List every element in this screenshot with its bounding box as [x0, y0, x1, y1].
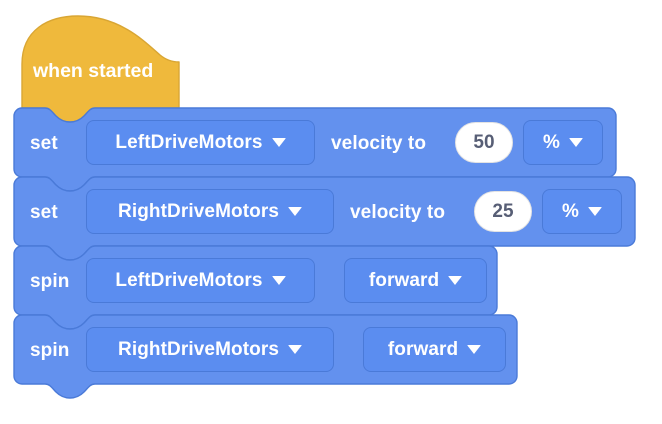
- set-velocity-block-1-device-dropdown[interactable]: LeftDriveMotors: [86, 120, 315, 165]
- chevron-down-icon: [288, 345, 302, 354]
- spin-block-2-device-dropdown[interactable]: RightDriveMotors: [86, 327, 334, 372]
- chevron-down-icon: [271, 138, 286, 147]
- set-velocity-block-2-value: 25: [492, 201, 514, 222]
- spin-block-2-direction-label: forward: [387, 339, 459, 360]
- set-velocity-block-1-keyword: set: [30, 133, 58, 154]
- chevron-down-icon: [271, 276, 286, 285]
- spin-block-1-keyword: spin: [30, 271, 70, 292]
- set-velocity-block-2-device-dropdown[interactable]: RightDriveMotors: [86, 189, 334, 234]
- spin-block-1-device-dropdown[interactable]: LeftDriveMotors: [86, 258, 315, 303]
- chevron-down-icon: [588, 207, 602, 216]
- set-velocity-block-1-middle-label: velocity to: [331, 133, 427, 154]
- spin-block-1-direction-label: forward: [368, 270, 440, 291]
- chevron-down-icon: [467, 345, 482, 354]
- spin-block-2-direction-dropdown[interactable]: forward: [363, 327, 506, 372]
- set-velocity-block-2-device-label: RightDriveMotors: [118, 201, 279, 222]
- set-velocity-block-1-device-label: LeftDriveMotors: [115, 132, 263, 153]
- set-velocity-block-2-middle-label: velocity to: [350, 202, 446, 223]
- spin-block-1-direction-dropdown[interactable]: forward: [344, 258, 487, 303]
- chevron-down-icon: [569, 138, 583, 147]
- set-velocity-block-2-keyword: set: [30, 202, 58, 223]
- set-velocity-block-1-value-input[interactable]: 50: [455, 122, 513, 163]
- set-velocity-block-2-unit-dropdown[interactable]: %: [542, 189, 622, 234]
- spin-block-2-device-label: RightDriveMotors: [118, 339, 279, 360]
- chevron-down-icon: [448, 276, 463, 285]
- set-velocity-block-1-unit-label: %: [543, 132, 560, 153]
- set-velocity-block-2-unit-label: %: [562, 201, 579, 222]
- chevron-down-icon: [288, 207, 302, 216]
- set-velocity-block-1-value: 50: [473, 132, 495, 153]
- set-velocity-block-2-value-input[interactable]: 25: [474, 191, 532, 232]
- hat-block-label: when started: [33, 60, 154, 82]
- set-velocity-block-1-unit-dropdown[interactable]: %: [523, 120, 603, 165]
- spin-block-1-device-label: LeftDriveMotors: [115, 270, 263, 291]
- spin-block-2-keyword: spin: [30, 340, 70, 361]
